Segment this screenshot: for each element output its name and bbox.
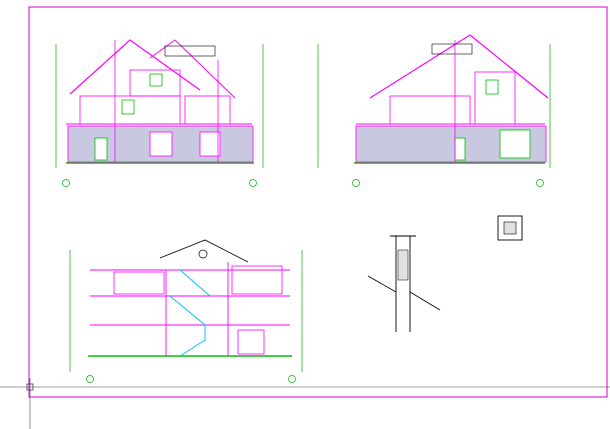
crosshair-marker [26, 383, 34, 391]
outer-frame [28, 6, 608, 398]
front-elevation [55, 39, 264, 187]
side-elevation [317, 34, 551, 187]
section-view [69, 239, 303, 383]
detail-1-1 [497, 215, 523, 241]
chimney-section [367, 235, 441, 332]
